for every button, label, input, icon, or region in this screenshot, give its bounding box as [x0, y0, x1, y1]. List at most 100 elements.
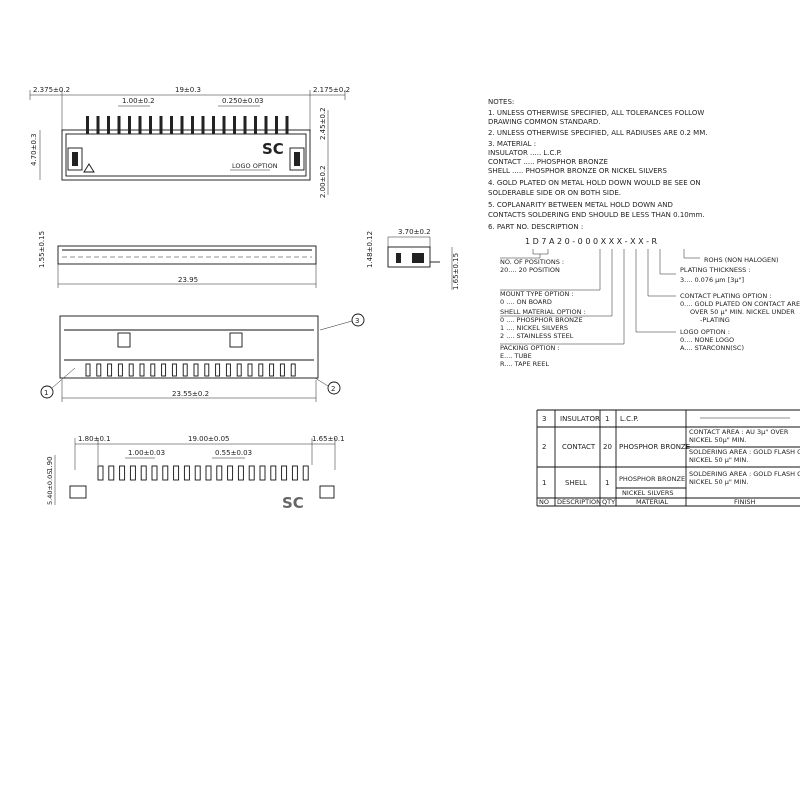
- bom-qty: 20: [603, 443, 612, 451]
- bom-finish: SOLDERING AREA : GOLD FLASH OVER: [689, 470, 800, 478]
- contact-pin: [151, 465, 158, 481]
- pn-label: MOUNT TYPE OPTION :: [500, 290, 574, 298]
- pcb-dim-v2: 5.40±0.05: [46, 471, 54, 505]
- note-line: CONTACTS SOLDERING END SHOULD BE LESS TH…: [488, 211, 705, 219]
- pcb-dim-right: 1.65±0.1: [312, 435, 345, 443]
- bom-finish: SOLDERING AREA : GOLD FLASH OVER: [689, 448, 800, 456]
- top-logo: SC: [262, 140, 284, 158]
- pn-label: 2 .... STAINLESS STEEL: [500, 332, 574, 340]
- note-line: INSULATOR ..... L.C.P.: [488, 149, 562, 157]
- contact-pin: [107, 363, 113, 377]
- bom-finish: NICKEL 50 μ" MIN.: [689, 456, 748, 464]
- pn-label-right: LOGO OPTION :: [680, 328, 730, 336]
- contact-pin: [236, 363, 242, 377]
- pn-label-right: 0.... GOLD PLATED ON CONTACT AREA: [680, 300, 800, 308]
- pcb-dim-left: 1.80±0.1: [78, 435, 111, 443]
- note-line: 4. GOLD PLATED ON METAL HOLD DOWN WOULD …: [488, 179, 701, 187]
- contact-pin: [205, 465, 212, 481]
- contact-pin: [204, 363, 210, 377]
- contact-pin: [201, 116, 205, 134]
- side-view: 3.70±0.2 1.48±0.12 1.65±0.15: [366, 228, 460, 290]
- note-line: 3. MATERIAL :: [488, 140, 536, 148]
- note-line: SOLDERABLE SIDE OR ON BOTH SIDE.: [488, 189, 621, 197]
- bom-header: MATERIAL: [636, 498, 669, 506]
- pn-label-right: ROHS (NON HALOGEN): [704, 256, 779, 264]
- bom-material: PHOSPHOR BRONZE: [619, 443, 690, 451]
- pn-label: PACKING OPTION :: [500, 344, 560, 352]
- callout-3: 3: [355, 317, 359, 325]
- pn-label: E.... TUBE: [500, 352, 532, 360]
- bom-header: QTY: [602, 498, 615, 506]
- bom-desc: INSULATOR: [560, 415, 600, 423]
- contact-pin: [243, 116, 247, 134]
- contact-pin: [302, 465, 309, 481]
- pcb-logo: SC: [282, 494, 304, 512]
- pn-label: 1 .... NICKEL SILVERS: [500, 324, 568, 332]
- bom-header: FINISH: [734, 498, 756, 506]
- note-line: 1. UNLESS OTHERWISE SPECIFIED, ALL TOLER…: [488, 109, 704, 117]
- contact-pin: [96, 116, 100, 134]
- contact-pin: [96, 363, 102, 377]
- pn-label-right: CONTACT PLATING OPTION :: [680, 292, 772, 300]
- bom-table: 3 INSULATOR 1 L.C.P. 2 CONTACT 20 PHOSPH…: [536, 409, 800, 507]
- pcb-dim-total: 19.00±0.05: [188, 435, 230, 443]
- bottom-view: 23.55±0.2 3 2 1: [40, 313, 365, 402]
- pn-label-right: 3.... 0.076 μm [3μ"]: [680, 276, 744, 284]
- bom-finish: CONTACT AREA : AU 3μ" OVER: [689, 428, 789, 436]
- contact-pin: [97, 465, 104, 481]
- contact-pin: [107, 116, 110, 134]
- bom-finish: NICKEL 50μ" MIN.: [689, 436, 746, 444]
- bom-finish: NICKEL 50 μ" MIN.: [689, 478, 748, 486]
- contact-pin: [212, 116, 215, 134]
- note-line: DRAWING COMMON STANDARD.: [488, 118, 600, 126]
- contact-pin: [150, 363, 156, 377]
- contact-pin: [269, 363, 275, 377]
- top-dim-pin: 0.250±0.03: [222, 97, 264, 105]
- pn-label: 20.... 20 POSITION: [500, 266, 560, 274]
- pcb-dim-pitch: 1.00±0.03: [128, 449, 165, 457]
- note-line: 2. UNLESS OTHERWISE SPECIFIED, ALL RADIU…: [488, 129, 707, 137]
- contact-pin: [237, 465, 244, 481]
- bom-desc: CONTACT: [562, 443, 596, 451]
- bom-header: NO: [539, 498, 549, 506]
- contact-pin: [222, 116, 226, 134]
- contact-pin: [279, 363, 285, 377]
- contact-pin: [258, 363, 264, 377]
- pcb-dim-v1: 1.90: [46, 456, 54, 472]
- bom-desc: SHELL: [565, 479, 587, 487]
- pn-label-right: OVER 50 μ" MIN. NICKEL UNDER: [690, 308, 795, 316]
- contact-pin: [149, 116, 152, 134]
- contact-pin: [171, 363, 177, 377]
- contact-pin: [193, 363, 199, 377]
- contact-pin: [170, 116, 173, 134]
- bom-material: L.C.P.: [620, 415, 639, 423]
- pcb-dim-pin: 0.55±0.03: [215, 449, 252, 457]
- contact-pin: [194, 465, 201, 481]
- contact-pin: [216, 465, 223, 481]
- contact-pin: [225, 363, 231, 377]
- contact-pin: [259, 465, 266, 481]
- contact-pin: [248, 465, 255, 481]
- side-dim-h1: 1.48±0.12: [366, 231, 374, 268]
- contact-pin: [227, 465, 234, 481]
- top-dim-pitch: 1.00±0.2: [122, 97, 155, 105]
- contact-pin: [281, 465, 288, 481]
- front-dim-height: 1.55±0.15: [38, 231, 46, 268]
- contact-pin: [85, 363, 91, 377]
- bom-qty: 1: [605, 479, 609, 487]
- top-logo-label: LOGO OPTION: [232, 162, 278, 170]
- pn-label-right: PLATING THICKNESS :: [680, 266, 751, 274]
- top-dim-r2: 2.00±0.2: [319, 165, 327, 198]
- contact-pin: [173, 465, 180, 481]
- pn-label: R.... TAPE REEL: [500, 360, 549, 368]
- part-number: 1 D 7 A 2 0 - 0 0 0 X X X - X X - R: [525, 237, 658, 246]
- note-line: CONTACT ..... PHOSPHOR BRONZE: [488, 158, 608, 166]
- pn-label: 0 .... ON BOARD: [500, 298, 552, 306]
- top-view: 2.375±0.2 19±0.3 2.175±0.2 1.00±0.2 0.25…: [29, 86, 350, 198]
- contact-pin: [191, 116, 194, 134]
- pn-label-right: -PLATING: [700, 316, 730, 324]
- contact-pin: [86, 116, 89, 134]
- pn-label: SHELL MATERIAL OPTION :: [500, 308, 586, 316]
- contact-pin: [140, 465, 147, 481]
